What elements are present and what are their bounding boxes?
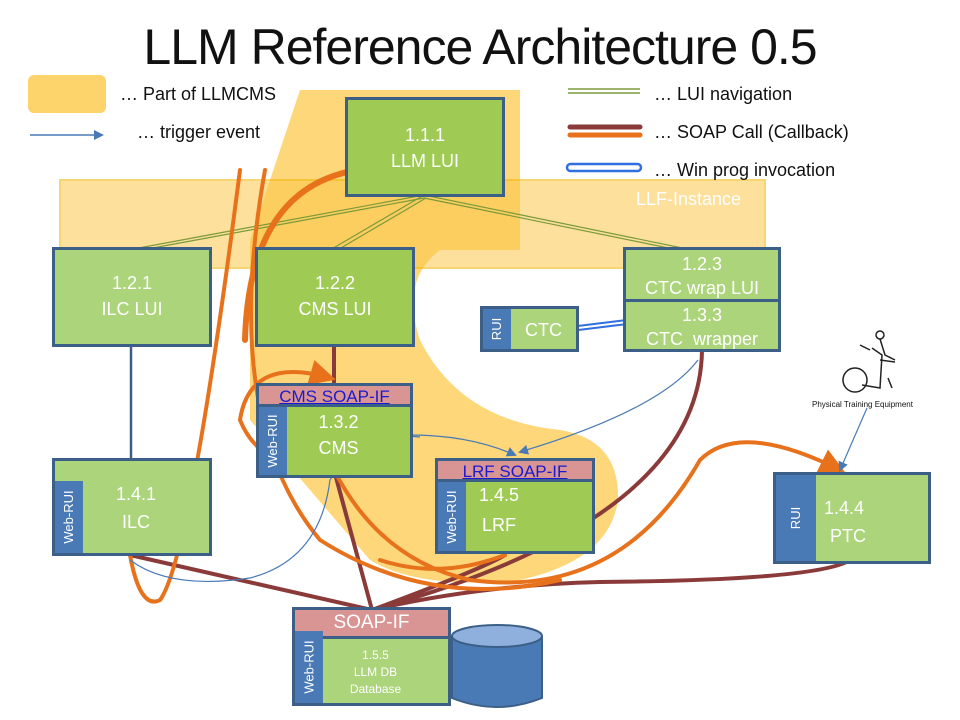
legend-llmcms-swatch: [28, 75, 106, 113]
ilc-lui-id: 1.2.1: [111, 273, 153, 293]
cms-id: 1.3.2: [318, 412, 359, 432]
db-soap-if-label: SOAP-IF: [333, 612, 410, 633]
cms-lui-name: CMS LUI: [298, 299, 372, 319]
physical-training-equipment-icon: [842, 330, 896, 393]
db-soap-if[interactable]: SOAP-IF: [292, 607, 451, 637]
ilc-web-rui-label: Web-RUI: [61, 490, 76, 544]
ptc-id: 1.4.4: [824, 498, 865, 518]
legend-part-of-llmcms: … Part of LLMCMS: [120, 84, 277, 104]
legend-trigger-event: … trigger event: [137, 122, 261, 142]
legend-win-prog-invocation: … Win prog invocation: [654, 160, 836, 180]
llm-db-name: LLM DB: [353, 665, 398, 679]
lrf-soap-if[interactable]: LRF SOAP-IF: [435, 458, 595, 481]
ctc-wrap-lui-id: 1.2.3: [681, 254, 723, 274]
llm-lui-box[interactable]: 1.1.1 LLM LUI: [345, 97, 505, 197]
llm-db-sub: Database: [349, 682, 402, 696]
lrf-web-rui-tab: Web-RUI: [438, 482, 466, 551]
ptc-name: PTC: [830, 526, 866, 546]
ctc-wrapper-box[interactable]: 1.3.3 CTC wrapper: [623, 299, 781, 352]
ctc-wrap-lui-name: CTC wrap LUI: [644, 278, 760, 298]
cms-soap-if-link[interactable]: CMS SOAP-IF: [279, 387, 390, 406]
winprog-invocation-line: [577, 319, 628, 331]
lrf-id: 1.4.5: [478, 485, 520, 505]
cms-web-rui-tab: Web-RUI: [259, 407, 287, 475]
cms-soap-if[interactable]: CMS SOAP-IF: [256, 383, 413, 407]
ctc-rui-label: RUI: [489, 317, 504, 341]
db-web-rui-label: Web-RUI: [301, 640, 317, 694]
legend-lui-nav-line: [568, 88, 640, 94]
cms-web-rui-label: Web-RUI: [265, 414, 280, 468]
db-web-rui-tab: Web-RUI: [295, 631, 323, 703]
ptc-box[interactable]: RUI 1.4.4 PTC: [773, 472, 931, 564]
lrf-box[interactable]: Web-RUI 1.4.5 LRF: [435, 479, 595, 554]
physical-training-equipment-label: Physical Training Equipment: [812, 400, 913, 409]
lrf-web-rui-label: Web-RUI: [444, 489, 459, 544]
cms-name: CMS: [318, 438, 359, 458]
cms-lui-box[interactable]: 1.2.2 CMS LUI: [255, 247, 415, 347]
ilc-web-rui-tab: Web-RUI: [55, 481, 83, 553]
ilc-id: 1.4.1: [115, 484, 157, 504]
ctc-box[interactable]: RUI CTC: [480, 306, 579, 352]
ilc-lui-name: ILC LUI: [101, 299, 163, 319]
llm-db-box[interactable]: Web-RUI 1.5.5 LLM DB Database: [292, 631, 451, 706]
ilc-box[interactable]: Web-RUI 1.4.1 ILC: [52, 458, 212, 556]
ctc-wrapper-id: 1.3.3: [681, 305, 723, 325]
callback-lines: [128, 153, 846, 604]
ilc-lui-box[interactable]: 1.2.1 ILC LUI: [52, 247, 212, 347]
legend-soap-line: [567, 124, 643, 138]
llm-lui-name: LLM LUI: [390, 151, 460, 171]
llf-instance-label: LLF-Instance: [636, 189, 742, 209]
page-title: LLM Reference Architecture 0.5: [143, 19, 817, 75]
database-cylinder: [451, 624, 543, 708]
llm-lui-id: 1.1.1: [404, 125, 446, 145]
ptc-rui-label: RUI: [788, 506, 803, 530]
lrf-name: LRF: [481, 515, 516, 535]
legend-lui-navigation: … LUI navigation: [654, 84, 793, 104]
cms-lui-id: 1.2.2: [314, 273, 356, 293]
ctc-rui-tab: RUI: [483, 309, 511, 349]
lrf-soap-if-link[interactable]: LRF SOAP-IF: [462, 462, 568, 481]
ctc-name: CTC: [525, 320, 562, 340]
llm-db-id: 1.5.5: [362, 648, 389, 662]
legend-winprog-line: [565, 162, 643, 173]
ptc-rui-tab: RUI: [776, 475, 816, 561]
ilc-name: ILC: [121, 512, 150, 532]
cms-box[interactable]: Web-RUI 1.3.2 CMS: [256, 404, 413, 478]
legend-soap-call: … SOAP Call (Callback): [654, 122, 849, 142]
ctc-wrap-lui-box[interactable]: 1.2.3 CTC wrap LUI: [623, 247, 781, 302]
ctc-wrapper-name: CTC wrapper: [645, 329, 759, 349]
